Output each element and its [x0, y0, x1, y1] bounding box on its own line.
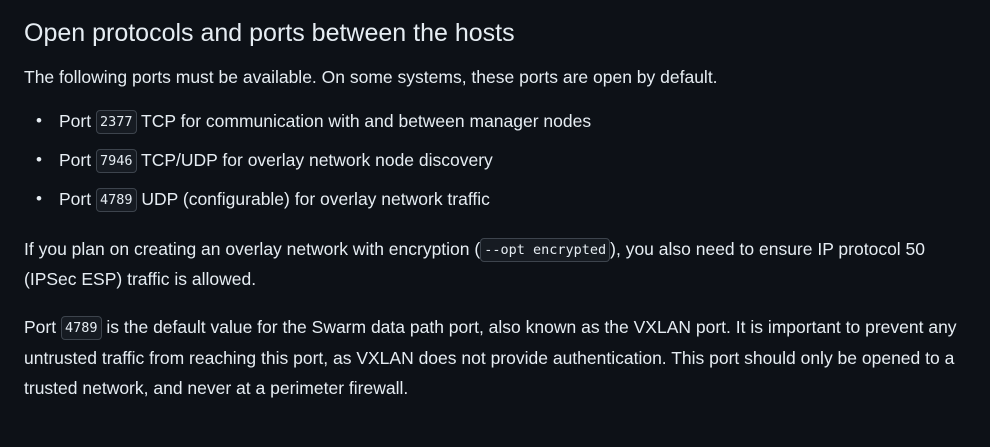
vxlan-text-before: Port	[24, 317, 57, 337]
vxlan-text-after: is the default value for the Swarm data …	[24, 317, 957, 398]
port-description: UDP (configurable) for overlay network t…	[141, 189, 490, 209]
port-prefix: Port	[59, 189, 92, 209]
port-code: 2377	[95, 110, 137, 134]
bullet-icon: •	[36, 150, 42, 169]
port-code: 4789	[95, 188, 137, 212]
vxlan-port-code: 4789	[60, 316, 102, 340]
list-item-port-4789: • Port 4789 UDP (configurable) for overl…	[24, 184, 970, 214]
encryption-text-before: If you plan on creating an overlay netwo…	[24, 239, 481, 259]
port-prefix: Port	[59, 111, 92, 131]
port-description: TCP for communication with and between m…	[141, 111, 592, 131]
intro-paragraph: The following ports must be available. O…	[24, 67, 718, 87]
bullet-icon: •	[36, 189, 42, 208]
section-heading: Open protocols and ports between the hos…	[24, 19, 515, 47]
port-description: TCP/UDP for overlay network node discove…	[141, 150, 493, 170]
encryption-option-code: --opt encrypted	[480, 238, 611, 262]
port-prefix: Port	[59, 150, 92, 170]
encryption-paragraph: If you plan on creating an overlay netwo…	[24, 234, 970, 294]
port-code: 7946	[95, 149, 137, 173]
ports-list: • Port 2377 TCP for communication with a…	[24, 106, 970, 214]
bullet-icon: •	[36, 111, 42, 130]
encryption-text-after: ), you also need to ensure IP protocol 5…	[24, 239, 926, 289]
list-item-port-2377: • Port 2377 TCP for communication with a…	[24, 106, 970, 136]
list-item-port-7946: • Port 7946 TCP/UDP for overlay network …	[24, 145, 970, 175]
vxlan-paragraph: Port 4789 is the default value for the S…	[24, 312, 970, 404]
